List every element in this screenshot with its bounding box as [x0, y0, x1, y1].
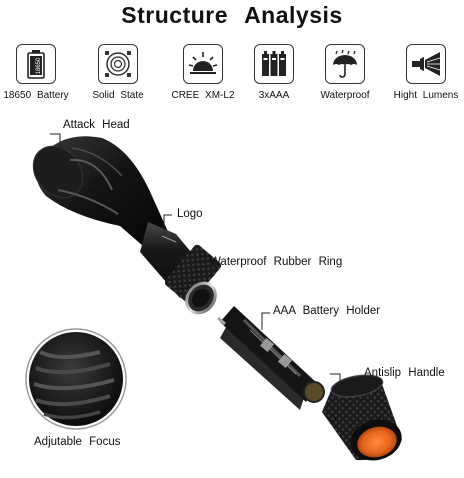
feature-high-lumens: Hight Lumens [390, 44, 462, 101]
page-title: Structure Analysis [121, 2, 343, 28]
callout-battery-holder: AAA Battery Holder [273, 305, 381, 317]
feature-waterproof: Waterproof [309, 44, 381, 101]
feature-label: Solid State [92, 90, 144, 101]
battery-18650-icon: 18650 [16, 44, 56, 84]
three-aaa-batteries-icon [254, 44, 294, 84]
callout-antislip-handle: Antislip Handle [364, 367, 445, 379]
umbrella-rain-icon [325, 44, 365, 84]
battery-holder [217, 306, 325, 410]
feature-label: 18650 Battery [3, 90, 69, 101]
beam-lumens-icon [406, 44, 446, 84]
callout-adjustable-focus: Adjutable Focus [34, 436, 121, 448]
focus-detail-circle [25, 328, 127, 430]
flashlight-body [32, 136, 222, 315]
callout-logo: Logo [177, 208, 203, 220]
solid-state-icon [98, 44, 138, 84]
feature-18650-battery: 18650 18650 Battery [0, 44, 72, 101]
feature-solid-state: Solid State [82, 44, 154, 101]
feature-cree: CREE XM-L2 [167, 44, 239, 101]
feature-label: CREE XM-L2 [171, 90, 235, 101]
battery-icon-text: 18650 [36, 57, 42, 74]
feature-label: Waterproof [320, 90, 370, 101]
feature-label: Hight Lumens [393, 90, 459, 101]
callout-attack-head: Attack Head [63, 119, 130, 131]
tail-cap [322, 374, 402, 461]
feature-label: 3xAAA [258, 90, 290, 101]
callout-rubber-ring: Waterproof Rubber Ring [210, 256, 343, 268]
sunrise-led-icon [183, 44, 223, 84]
callout-lines [50, 133, 341, 386]
feature-3xaaa: 3xAAA [238, 44, 310, 101]
